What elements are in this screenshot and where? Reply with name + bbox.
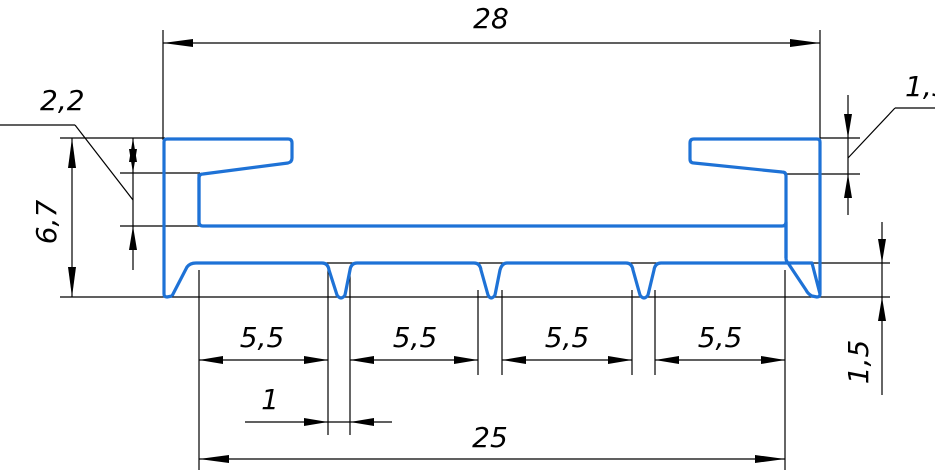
dim-height	[68, 138, 76, 297]
dim-pitch-4	[655, 356, 785, 364]
dim-label-base-width: 25	[472, 421, 508, 454]
profile-outline	[162, 137, 822, 300]
dim-label-lip-thickness: 2,2	[40, 84, 85, 117]
dim-label-pitch-4: 5,5	[698, 321, 743, 354]
dim-label-overall-width: 28	[473, 2, 509, 35]
dim-label-pitch-2: 5,5	[393, 321, 438, 354]
dim-pitch-2	[350, 356, 478, 364]
extension-lines	[60, 30, 890, 470]
dim-overall-width	[163, 39, 820, 47]
dim-label-foot-height: 1,5	[842, 340, 875, 385]
dim-base-width	[199, 455, 785, 463]
dim-foot-height	[878, 222, 886, 395]
dim-label-height: 6,7	[30, 200, 63, 245]
dim-label-slot-width: 1	[261, 383, 279, 416]
dim-lip-thickness	[0, 124, 137, 270]
dim-pitch-1	[199, 356, 328, 364]
dim-slot-width	[245, 418, 392, 426]
dim-pitch-3	[502, 356, 632, 364]
dim-label-right-lip: 1,5	[905, 70, 935, 103]
dim-label-pitch-3: 5,5	[545, 321, 590, 354]
dim-label-pitch-1: 5,5	[240, 321, 285, 354]
dim-right-lip	[844, 95, 935, 215]
